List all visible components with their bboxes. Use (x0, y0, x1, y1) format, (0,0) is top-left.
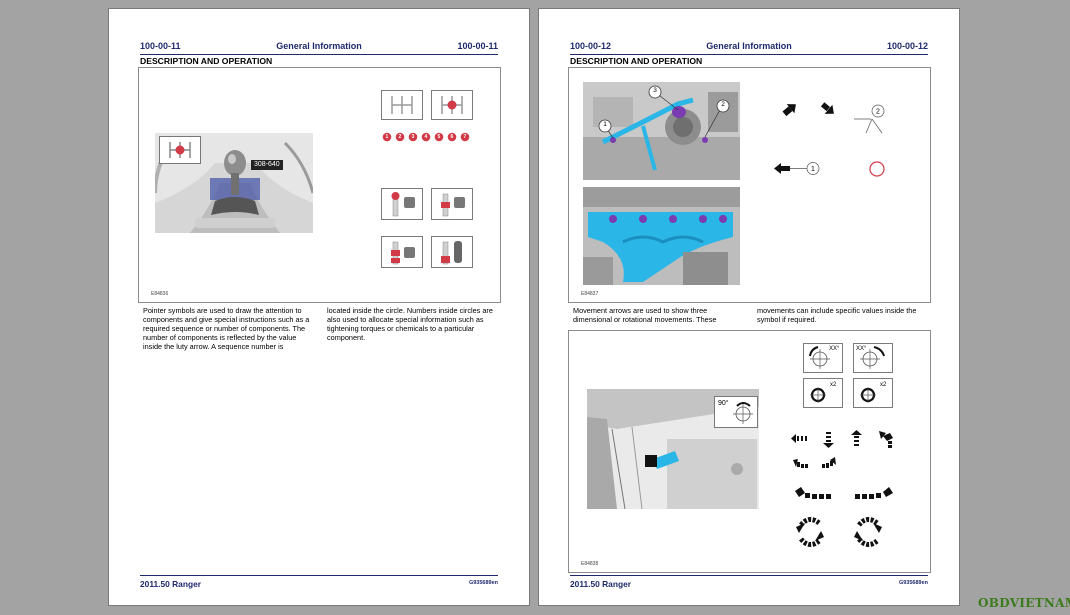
sequence-number: 1 (385, 134, 389, 140)
sequence-number: 4 (424, 134, 428, 140)
figure-rotational-movements: 90° XX° XX° x2 x2 (568, 330, 931, 573)
rotation-angle-label: 90° (718, 400, 729, 407)
body-text-column: Movement arrows are used to show three d… (573, 306, 717, 324)
sequence-number-row: 1 2 3 4 5 6 7 (382, 132, 474, 142)
sequence-number: 3 (411, 134, 415, 140)
svg-text:1: 1 (811, 166, 815, 173)
wheel-hub-photo: 90° (587, 389, 759, 509)
shift-pattern-pointer-symbol (431, 90, 473, 120)
figure-id: E84838 (581, 561, 599, 567)
page-footer: 2011.50 Ranger G935689en (570, 575, 928, 590)
rotation-value-symbol: XX° (853, 343, 893, 373)
figure-pointer-symbols: 308-640 1 2 3 4 5 (138, 67, 501, 303)
figure-id: E84836 (151, 291, 169, 297)
vehicle-model: 2011.50 Ranger (570, 579, 631, 589)
section-title: DESCRIPTION AND OPERATION (570, 56, 703, 66)
svg-text:2: 2 (876, 109, 880, 116)
shift-pattern-inset (159, 136, 201, 164)
manual-page-right: 100-00-12 General Information 100-00-12 … (538, 8, 960, 606)
document-code: G935689en (468, 580, 498, 586)
shift-pattern-symbol (381, 90, 423, 120)
component-count-symbol (381, 236, 423, 268)
figure-movement-arrows: 1 2 3 (568, 67, 931, 303)
page-number-right: 100-00-11 (457, 41, 498, 51)
component-count-symbol (431, 236, 473, 268)
gear-shift-photo: 308-640 (155, 133, 313, 233)
page-header: 100-00-11 General Information 100-00-11 (140, 41, 498, 55)
torque-value-label: XX° (829, 346, 840, 352)
component-count-symbol (431, 188, 473, 220)
directional-arrow-symbols (791, 427, 911, 562)
callout-number: 2 (721, 101, 725, 108)
engine-photo-top: 1 2 3 (583, 82, 740, 180)
rotation-value-symbol: XX° (803, 343, 843, 373)
page-number-right: 100-00-12 (886, 41, 928, 51)
rotation-count-label: x2 (880, 382, 887, 388)
rotation-angle-inset: 90° (714, 396, 758, 428)
engine-photo-bottom (583, 187, 740, 285)
torque-value-label: XX° (856, 346, 867, 352)
rotation-count-label: x2 (830, 382, 837, 388)
manual-page-left: 100-00-11 General Information 100-00-11 … (108, 8, 530, 606)
page-header: 100-00-12 General Information 100-00-12 (570, 41, 928, 55)
callout-label: 308-640 (251, 160, 283, 170)
body-text-column: Pointer symbols are used to draw the att… (143, 306, 310, 351)
rotation-count-symbol: x2 (853, 378, 893, 408)
rotation-count-symbol: x2 (803, 378, 843, 408)
sequence-number: 5 (437, 134, 441, 140)
body-text-column: located inside the circle. Numbers insid… (327, 306, 493, 342)
chapter-title: General Information (276, 41, 362, 51)
watermark-logo: OBDVIETNAM (978, 596, 1070, 610)
sequence-number: 6 (450, 134, 454, 140)
page-number: 100-00-11 (140, 41, 181, 51)
callout-number: 3 (653, 87, 657, 94)
gear-shift-illustration (155, 133, 313, 233)
body-text-column: movements can include specific values in… (757, 306, 917, 324)
section-title: DESCRIPTION AND OPERATION (140, 56, 273, 66)
component-count-symbol (381, 188, 423, 220)
document-code: G935689en (898, 580, 928, 586)
page-footer: 2011.50 Ranger G935689en (140, 575, 498, 590)
sequence-number: 7 (463, 134, 467, 140)
vehicle-model: 2011.50 Ranger (140, 579, 201, 589)
page-number: 100-00-12 (570, 41, 612, 51)
chapter-title: General Information (706, 41, 792, 51)
sequence-number: 2 (398, 134, 402, 140)
movement-arrow-symbols: 2 1 (774, 98, 914, 178)
callout-number: 1 (603, 121, 607, 128)
figure-id: E84837 (581, 291, 599, 297)
